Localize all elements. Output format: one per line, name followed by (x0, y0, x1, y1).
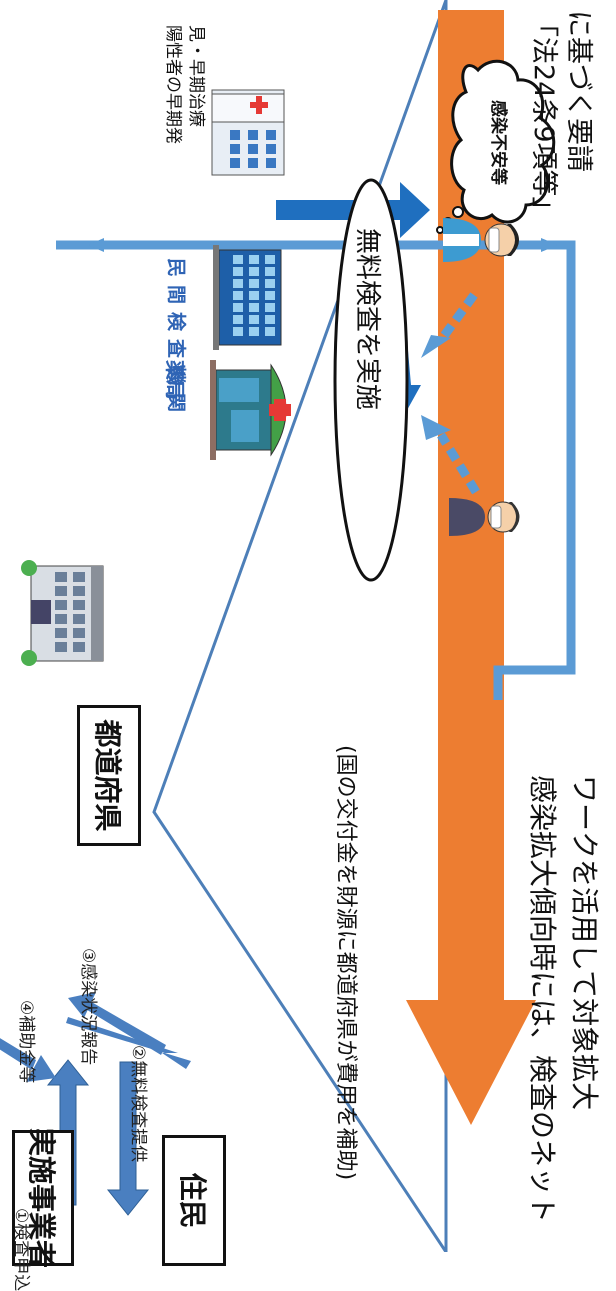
diagram-canvas: 実施事業者 都道府県 住民 ①検査申込 ②無料検査提供 ③感染状況報告 ④補助金… (0, 0, 601, 1291)
private-lab-label: 民間検査機関 (165, 258, 187, 421)
subsidy-arrow-head (26, 1055, 56, 1082)
request-bracket-head-bottom (541, 238, 558, 252)
pharmacy-illustration (210, 360, 291, 460)
worried-person-illustration (443, 218, 519, 262)
dotted-arrow-2-head (421, 415, 451, 440)
prefecture-label: 都道府県 (91, 719, 124, 832)
diagram-shapes (0, 0, 576, 1252)
early-detection-line1: 陽性者の早期発 (163, 25, 183, 144)
residents-label: 住民 (176, 1172, 209, 1229)
request-line1: 「法24条9項等」 (528, 10, 559, 224)
request-line2: に基づく要請 (563, 10, 594, 172)
masked-person-illustration (449, 498, 520, 536)
free-test-label: ②無料検査提供 (128, 1045, 148, 1163)
dotted-arrow-2 (437, 432, 480, 495)
prefecture-box: 都道府県 (77, 705, 141, 846)
early-detection-line2: 見・早期治療 (186, 25, 206, 127)
residents-box: 住民 (162, 1135, 226, 1266)
lab-building-illustration (213, 245, 282, 350)
dotted-arrow-1-head (421, 335, 451, 358)
expansion-note-line1: 感染拡大傾向時には、検査のネット (526, 775, 559, 1224)
rotated-diagram: 実施事業者 都道府県 住民 ①検査申込 ②無料検査提供 ③感染状況報告 ④補助金… (0, 0, 601, 1291)
expansion-note-line2: ワークを活用して対象拡大 (568, 775, 601, 1111)
funding-note: (国の交付金を財源に都道府県が費用を補助) (333, 745, 358, 1181)
subsidy-arrow-shaft (0, 1015, 36, 1070)
anxiety-cloud (450, 59, 556, 224)
report-arrow-shaft (84, 1000, 166, 1055)
thought-dot-1 (452, 206, 464, 218)
office-building-illustration (21, 560, 104, 666)
report-label: ③感染状況報告 (78, 948, 98, 1066)
report-arrow (66, 1017, 191, 1069)
report-arrow-head (68, 992, 96, 1018)
dotted-arrow-1 (437, 292, 478, 343)
hospital-illustration (211, 89, 285, 176)
free-testing-label: 無料検査を実施 (352, 228, 382, 411)
request-bracket (56, 240, 576, 700)
application-label: ①検査申込 (11, 1208, 31, 1291)
request-bracket-head-top (88, 238, 104, 252)
free-testing-ellipse (333, 178, 409, 582)
free-test-arrow (106, 1061, 150, 1216)
orange-expansion-arrow (406, 10, 536, 1125)
anxiety-text: 感染不安等 (488, 100, 508, 185)
subsidy-label: ④補助金等 (16, 1000, 36, 1084)
